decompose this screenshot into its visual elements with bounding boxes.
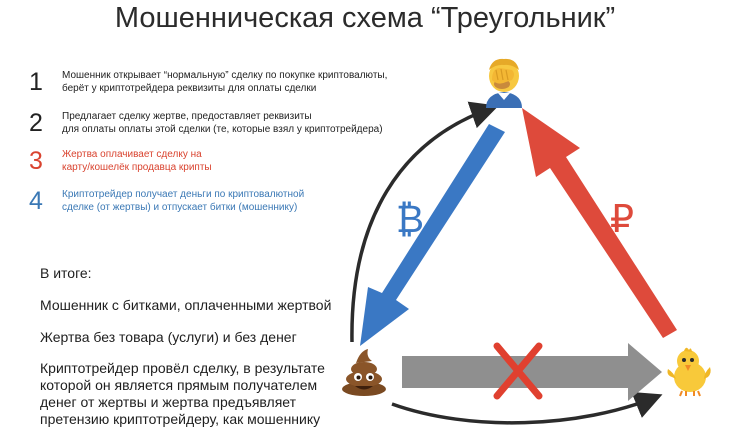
step-2: 2 Предлагает сделку жертве, предоставляе… (22, 111, 402, 136)
red-arrow-ruble (522, 108, 677, 338)
step-text: Криптотрейдер получает деньги по криптов… (62, 189, 305, 213)
step-number: 2 (29, 109, 43, 137)
summary-point-victim: Жертва без товара (услуги) и без денег (40, 329, 297, 345)
poop-emoji-icon (342, 349, 386, 396)
bitcoin-symbol: ₿ (396, 197, 424, 241)
gray-arrow (402, 343, 662, 401)
step-text: Предлагает сделку жертве, предоставляет … (62, 111, 383, 135)
step-text: Мошенник открывает “нормальную” сделку п… (62, 70, 388, 94)
page-title: Мошенническая схема “Треугольник” (114, 2, 616, 34)
summary-point-fraudster: Мошенник с битками, оплаченными жертвой (40, 297, 332, 313)
step-1: 1 Мошенник открывает “нормальную” сделку… (22, 70, 402, 95)
cross-icon (493, 342, 543, 400)
step-number: 4 (29, 187, 43, 215)
curve-arrow-victim-to-trader (391, 391, 663, 425)
chick-emoji-icon (667, 347, 711, 397)
summary-heading: В итоге: (40, 265, 92, 281)
step-3: 3 Жертва оплачивает сделку на карту/коше… (22, 149, 402, 174)
step-number: 3 (29, 147, 43, 175)
step-number: 1 (29, 68, 43, 96)
ruble-symbol: ₽ (610, 197, 634, 241)
summary-point-trader: Криптотрейдер провёл сделку, в результат… (40, 360, 325, 428)
facepalm-emoji-icon (486, 58, 522, 108)
step-text: Жертва оплачивает сделку на карту/кошелё… (62, 149, 212, 173)
blue-arrow-bitcoin (360, 124, 505, 346)
step-4: 4 Криптотрейдер получает деньги по крипт… (22, 189, 402, 214)
curve-arrow-victim-to-fraudster (350, 101, 499, 343)
